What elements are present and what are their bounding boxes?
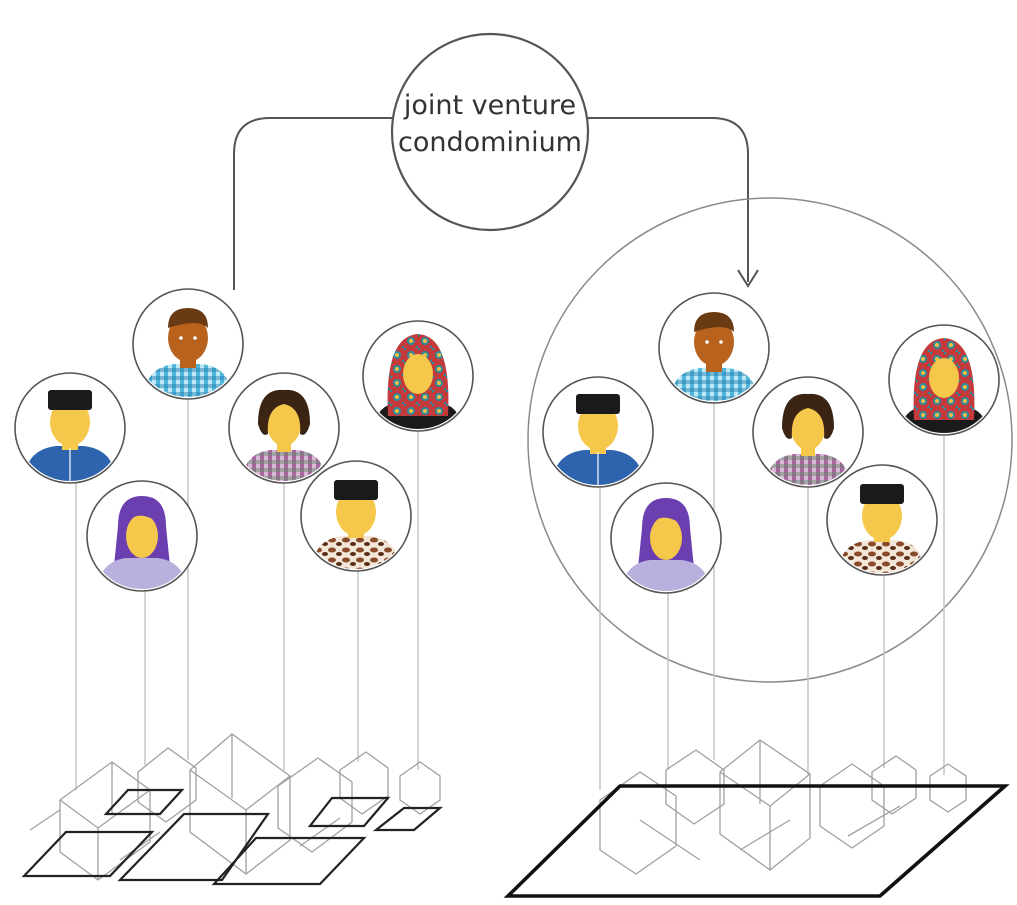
person-woman-brown-left <box>228 372 340 484</box>
left-building-cluster <box>29 733 441 881</box>
man-dark-skin-checked-shirt-icon <box>144 364 232 397</box>
person-woman-purple-right <box>610 482 722 594</box>
parcel-1 <box>21 830 155 878</box>
person-man-batik-left <box>300 460 412 572</box>
parcel-5 <box>307 796 391 828</box>
parcel-2 <box>117 812 271 882</box>
woman-purple-hair-icon <box>98 558 186 589</box>
connector-right <box>588 117 749 282</box>
person-woman-hijab-left <box>362 320 474 432</box>
woman-purple-hair-icon <box>622 560 710 591</box>
center-node: joint venture condominium <box>390 32 590 232</box>
parcel-3 <box>103 788 185 816</box>
person-woman-brown-right <box>752 376 864 488</box>
center-node-label-line1: joint venture <box>403 90 576 121</box>
left-person-connectors <box>75 398 419 790</box>
parcel-4 <box>211 836 367 886</box>
man-dark-skin-checked-shirt-icon <box>670 368 758 401</box>
arrow-head-icon <box>737 269 759 288</box>
right-person-connectors <box>599 402 945 790</box>
group-joint-ownership <box>503 402 1010 898</box>
center-node-circle <box>390 32 590 232</box>
left-parcels <box>21 788 444 886</box>
person-woman-hijab-right <box>888 324 1000 436</box>
joint-group-circle <box>527 197 1013 683</box>
person-woman-purple-left <box>86 480 198 592</box>
person-man-batik-right <box>826 464 938 576</box>
group-individual-ownership <box>21 398 444 886</box>
woman-brown-hair-checked-blouse-icon <box>766 454 850 485</box>
connector-left <box>233 117 392 290</box>
right-building-cluster <box>599 739 967 875</box>
parcel-6 <box>372 806 444 832</box>
person-man-checked-left <box>132 288 244 400</box>
person-man-songkok-blue-left <box>14 372 126 484</box>
person-man-songkok-blue-right <box>542 376 654 488</box>
woman-brown-hair-checked-blouse-icon <box>242 450 326 481</box>
joint-parcel <box>503 784 1010 898</box>
man-songkok-batik-shirt-icon <box>312 536 400 569</box>
man-songkok-batik-shirt-icon <box>838 540 926 573</box>
center-node-label-line2: condominium <box>398 127 582 158</box>
person-man-checked-right <box>658 292 770 404</box>
